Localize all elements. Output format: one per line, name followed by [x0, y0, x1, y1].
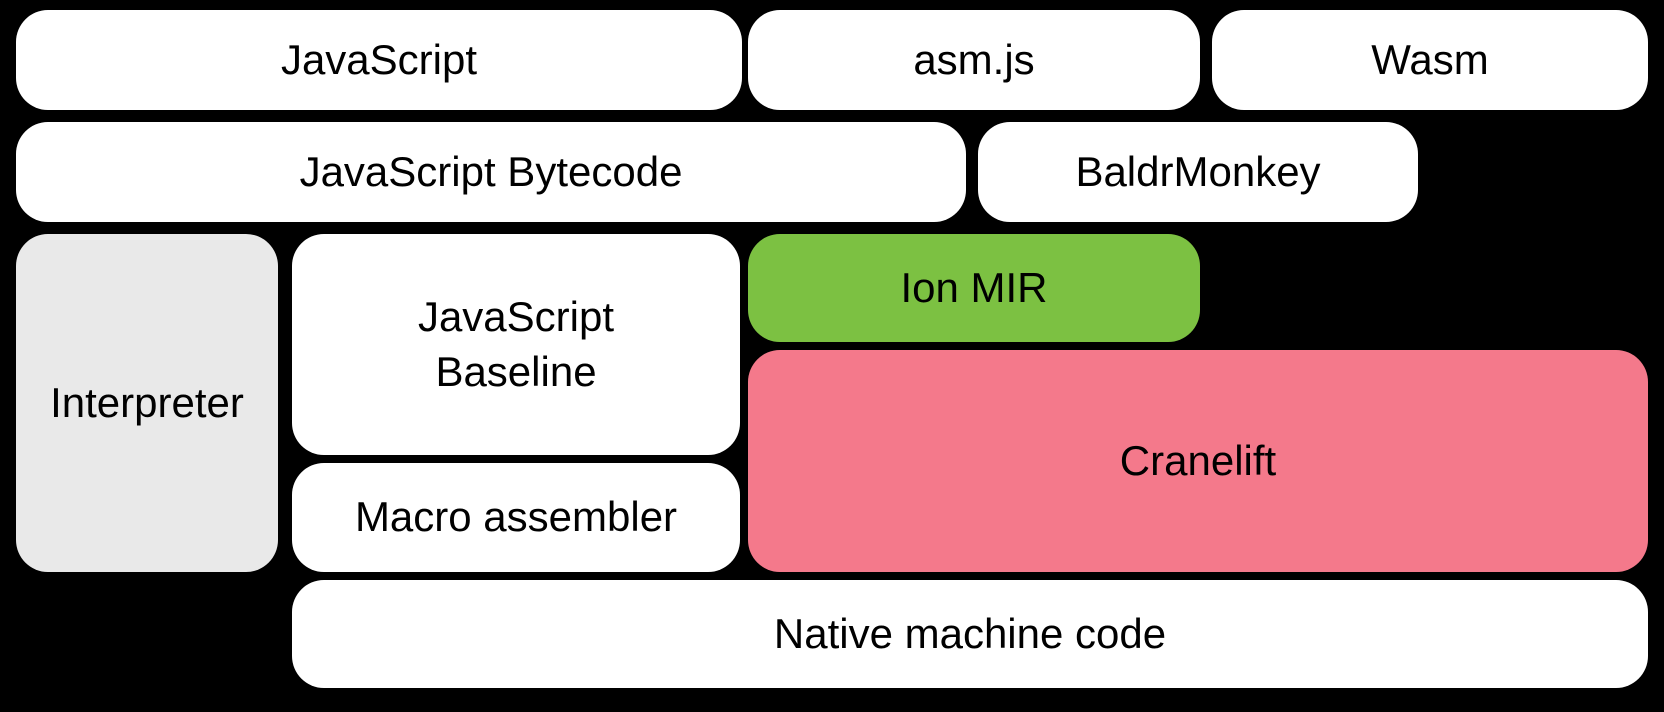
node-javascript-bytecode: JavaScript Bytecode: [16, 122, 966, 222]
node-javascript: JavaScript: [16, 10, 742, 110]
node-javascript-baseline: JavaScript Baseline: [292, 234, 740, 455]
node-cranelift-label: Cranelift: [1119, 436, 1277, 484]
node-native-machine-code: Native machine code: [292, 580, 1648, 688]
node-native-machine-code-label: Native machine code: [773, 609, 1167, 657]
node-interpreter: Interpreter: [16, 234, 278, 572]
node-baldrmonkey: BaldrMonkey: [978, 122, 1418, 222]
node-asmjs-label: asm.js: [913, 35, 1035, 83]
node-ion-mir: Ion MIR: [748, 234, 1200, 342]
node-macro-assembler: Macro assembler: [292, 463, 740, 572]
node-wasm: Wasm: [1212, 10, 1648, 110]
node-macro-assembler-label: Macro assembler: [354, 493, 678, 541]
node-cranelift: Cranelift: [748, 350, 1648, 572]
node-javascript-label: JavaScript: [280, 35, 478, 83]
node-interpreter-label: Interpreter: [50, 378, 244, 426]
node-wasm-label: Wasm: [1371, 35, 1489, 83]
node-baldrmonkey-label: BaldrMonkey: [1075, 147, 1321, 195]
node-ion-mir-label: Ion MIR: [900, 263, 1048, 311]
node-asmjs: asm.js: [748, 10, 1200, 110]
node-javascript-bytecode-label: JavaScript Bytecode: [299, 147, 683, 195]
node-javascript-baseline-label: JavaScript Baseline: [417, 292, 615, 395]
